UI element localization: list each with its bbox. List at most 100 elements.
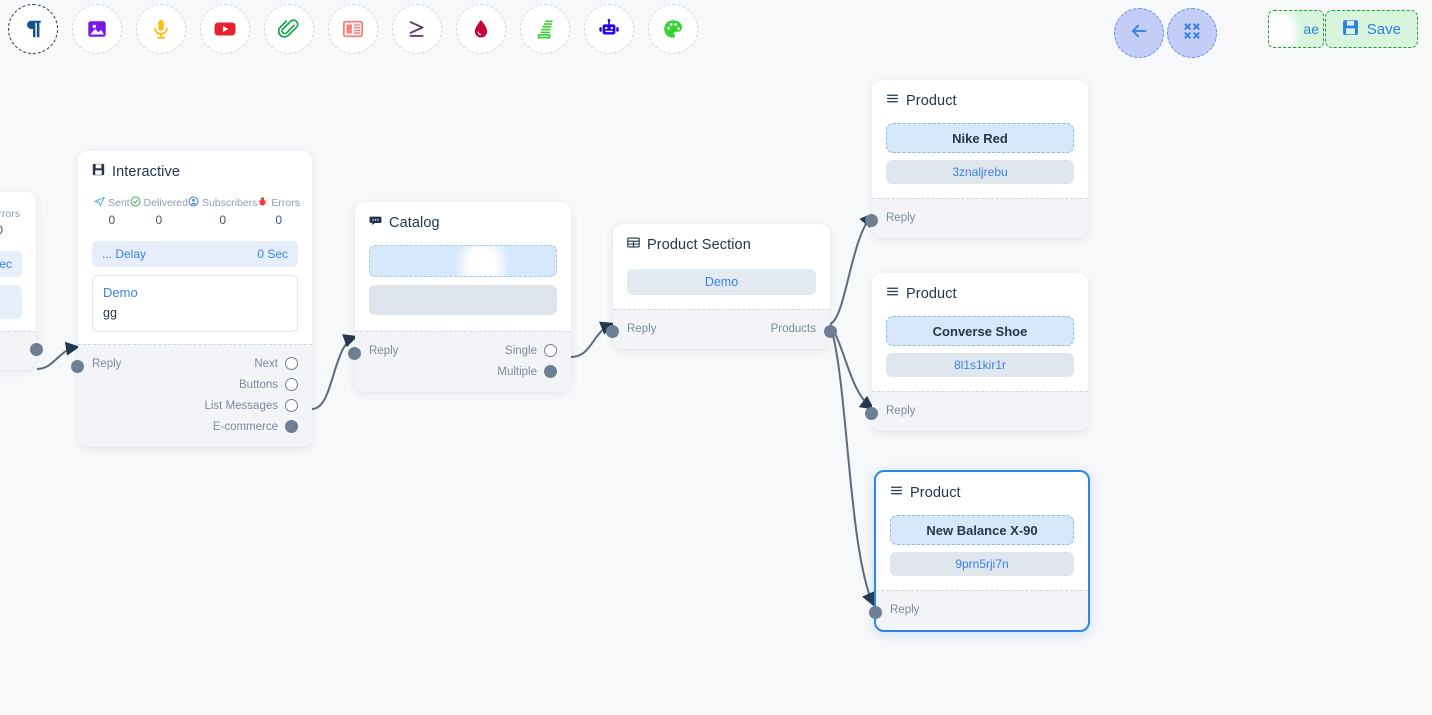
location-tool[interactable] <box>456 4 506 54</box>
output-port-next[interactable] <box>285 357 298 370</box>
condition-tool[interactable] <box>392 4 442 54</box>
glow-overlay <box>454 245 510 277</box>
stat-label: Sent <box>108 197 130 209</box>
node-header: Product Section <box>613 224 830 259</box>
node-title: Product <box>910 485 961 501</box>
stat-errors: Errors 0 <box>257 196 300 227</box>
save-button[interactable]: Save <box>1325 10 1418 48</box>
stat-value: 0 <box>188 213 257 227</box>
stat-delivered: Delivered 0 <box>130 196 188 227</box>
node-interactive[interactable]: Interactive Sent 0 <box>78 151 312 447</box>
product-section-item[interactable]: Demo <box>627 269 816 295</box>
input-port-reply[interactable] <box>348 347 361 360</box>
input-port-reply[interactable] <box>865 407 878 420</box>
node-title: Product Section <box>647 237 751 253</box>
message-card[interactable]: Demo gg <box>92 275 298 332</box>
image-tool[interactable] <box>72 4 122 54</box>
stat-value: 0 <box>257 213 300 227</box>
chat-bubble-icon <box>369 214 382 231</box>
stats-row: Sent 0 Delivered 0 <box>92 190 298 229</box>
node-header: Interactive <box>78 151 312 186</box>
input-port-reply[interactable] <box>71 360 84 373</box>
output-port-buttons[interactable] <box>285 378 298 391</box>
node-header: Product <box>872 80 1088 115</box>
paragraph-tool[interactable] <box>8 4 58 54</box>
check-circle-icon <box>130 196 141 210</box>
port-label-reply: Reply <box>890 604 919 616</box>
port-label-reply: Reply <box>886 212 915 224</box>
port-label-reply: Reply <box>369 345 398 357</box>
port-label-single: Single <box>505 345 537 357</box>
robot-icon <box>598 18 620 40</box>
stat-value: 0 <box>94 213 130 227</box>
node-product-converse-shoe[interactable]: Product Converse Shoe 8l1s1kir1r Reply <box>872 273 1088 431</box>
node-product-nike-red[interactable]: Product Nike Red 3znaljrebu Reply <box>872 80 1088 238</box>
stat-subscribers: Subscribers 0 <box>188 196 257 227</box>
input-port-reply[interactable] <box>865 214 878 227</box>
message-title: Demo <box>103 285 287 300</box>
node-header: Product <box>876 472 1088 507</box>
palette-icon <box>662 18 684 40</box>
catalog-placeholder[interactable] <box>369 245 557 277</box>
ports-footer: Reply Next Buttons List Messages <box>78 344 312 447</box>
stat-errors: Errors 0 <box>0 208 20 237</box>
output-port-products[interactable] <box>824 325 837 338</box>
video-tool[interactable] <box>200 4 250 54</box>
node-title: Interactive <box>112 164 180 180</box>
paper-plane-icon <box>94 196 105 210</box>
paperclip-icon <box>278 18 300 40</box>
port-label-next: Next <box>254 358 278 370</box>
port-label-products: Products <box>771 323 816 335</box>
hamburger-list-icon <box>886 285 899 302</box>
node-product-section[interactable]: Product Section Demo Reply Products <box>613 224 830 349</box>
product-id-chip[interactable]: 9prn5rji7n <box>890 552 1074 576</box>
output-port-single[interactable] <box>544 344 557 357</box>
output-port-dot[interactable] <box>30 343 43 356</box>
fit-view-button[interactable] <box>1167 8 1217 58</box>
product-name-chip[interactable]: New Balance X-90 <box>890 515 1074 545</box>
bot-tool[interactable] <box>584 4 634 54</box>
grid-table-icon <box>627 236 640 253</box>
product-name-chip[interactable]: Nike Red <box>886 123 1074 153</box>
paragraph-icon <box>22 18 44 40</box>
product-id-chip[interactable]: 8l1s1kir1r <box>886 353 1074 377</box>
attachment-tool[interactable] <box>264 4 314 54</box>
delay-bar[interactable]: ... Delay 0 Sec <box>92 241 298 267</box>
output-port-list-messages[interactable] <box>285 399 298 412</box>
ports-footer: essage <box>0 331 36 370</box>
hidden-action-label: ae <box>1303 21 1319 37</box>
message-text: gg <box>103 306 287 320</box>
ports-footer: Reply <box>872 391 1088 431</box>
product-id-chip[interactable]: 3znaljrebu <box>886 160 1074 184</box>
port-label-reply: Reply <box>886 405 915 417</box>
node-partial-left[interactable]: Errors 0 Sec essage <box>0 192 36 370</box>
template-tool[interactable] <box>328 4 378 54</box>
water-drop-icon <box>470 18 492 40</box>
hidden-action-chip[interactable]: ae <box>1268 10 1324 48</box>
glow-overlay <box>1268 10 1301 48</box>
delay-bar[interactable]: Sec <box>0 251 22 277</box>
input-port-reply[interactable] <box>869 606 882 619</box>
node-catalog[interactable]: Catalog Reply Single Multiple <box>355 202 571 392</box>
ports-footer: Reply Products <box>613 309 830 349</box>
hamburger-list-icon <box>886 92 899 109</box>
output-port-ecommerce[interactable] <box>285 420 298 433</box>
audio-tool[interactable] <box>136 4 186 54</box>
palette-tool[interactable] <box>648 4 698 54</box>
output-port-multiple[interactable] <box>544 365 557 378</box>
greater-equal-icon <box>406 18 428 40</box>
port-label-multiple: Multiple <box>497 366 537 378</box>
input-port-reply[interactable] <box>606 325 619 338</box>
delay-value: 0 Sec <box>257 247 288 261</box>
list-tool[interactable] <box>520 4 570 54</box>
node-product-new-balance-x90[interactable]: Product New Balance X-90 9prn5rji7n Repl… <box>874 470 1090 632</box>
message-placeholder <box>0 285 22 319</box>
stat-label: Subscribers <box>202 197 257 209</box>
catalog-secondary-placeholder[interactable] <box>369 285 557 315</box>
node-title: Product <box>906 93 957 109</box>
port-label-ecommerce: E-commerce <box>213 421 278 433</box>
node-header: Catalog <box>355 202 571 237</box>
back-button[interactable] <box>1114 8 1164 58</box>
product-name-chip[interactable]: Converse Shoe <box>886 316 1074 346</box>
save-disk-icon <box>1342 19 1359 40</box>
